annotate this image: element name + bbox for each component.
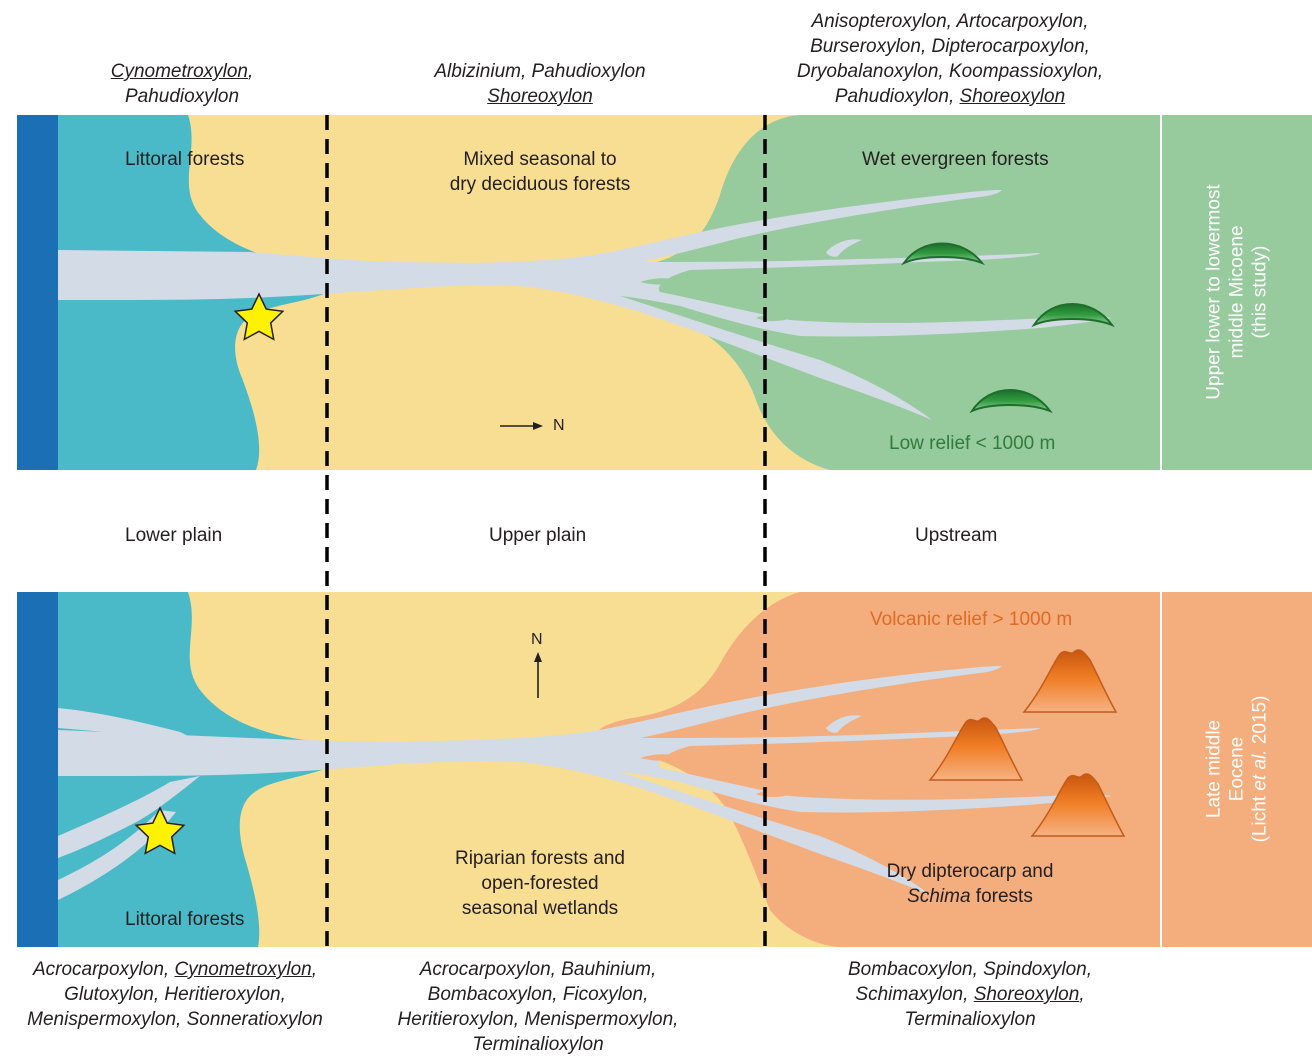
taxon-text: Dryobalanoxylon, Koompassioxylon,	[796, 61, 1104, 82]
ocean-strip	[17, 592, 58, 947]
dry-forest-label: Dry dipterocarp and Schima forests	[840, 859, 1100, 909]
taxon-text: ,	[311, 959, 318, 980]
mixed-forest-label: Mixed seasonal to dry deciduous forests	[400, 147, 680, 197]
taxon-text: ,	[1079, 984, 1085, 1005]
mixed-forest-line2: dry deciduous forests	[449, 174, 631, 195]
top-period-line1: Upper lower to lowermost	[1203, 184, 1225, 400]
fossil-site-star-icon	[233, 292, 285, 341]
zone-upper-plain: Upper plain	[489, 525, 587, 546]
low-relief-hill	[1031, 303, 1115, 328]
period-label-box	[1162, 115, 1312, 470]
low-relief-label: Low relief < 1000 m	[889, 433, 1056, 454]
taxon-text: ,	[248, 61, 254, 82]
top-panel	[17, 115, 1312, 470]
wet-forest-label: Wet evergreen forests	[862, 149, 1049, 170]
bottom-left-taxa: Acrocarpoxylon, Cynometroxylon, Glutoxylo…	[0, 957, 350, 1032]
river-island	[640, 754, 684, 761]
riparian-forest-label: Riparian forests and open-forested seaso…	[400, 846, 680, 921]
dry-line2-rest: forests	[970, 886, 1033, 907]
north-arrow-icon	[534, 652, 542, 698]
zone-upstream: Upstream	[915, 525, 998, 546]
taxon-underlined: Shoreoxylon	[487, 86, 593, 107]
north-arrow-icon	[500, 422, 543, 430]
bottom-period-line3-pre: (Licht	[1249, 790, 1271, 843]
volcano-icon	[1022, 649, 1118, 713]
taxon-text: Pahudioxylon,	[834, 86, 960, 107]
river-island	[640, 278, 684, 285]
fossil-site-star-icon	[134, 806, 186, 855]
top-right-taxa: Anisopteroxylon, Artocarpoxylon, Burserox…	[770, 9, 1130, 109]
river-islet	[826, 715, 862, 733]
taxon-text: Terminalioxylon	[472, 1034, 604, 1055]
bottom-period-line3-it: et al.	[1249, 749, 1271, 791]
riparian-line2: open-forested	[481, 873, 599, 894]
top-period-label: Upper lower to lowermost middle Micoene …	[1203, 184, 1272, 399]
taxon-underlined: Shoreoxylon	[959, 86, 1066, 107]
wet-forest-zone	[590, 115, 1160, 470]
volcano-icon	[1030, 773, 1126, 837]
taxon-text: Schimaxylon,	[855, 984, 974, 1005]
low-relief-hill	[969, 389, 1053, 414]
top-left-taxa: Cynometroxylon, Pahudioxylon	[82, 59, 282, 109]
volcanic-relief-label: Volcanic relief > 1000 m	[870, 609, 1073, 630]
river-branch	[58, 708, 200, 742]
bottom-center-taxa: Acrocarpoxylon, Bauhinium, Bombacoxylon, …	[370, 957, 706, 1057]
riparian-line3: seasonal wetlands	[461, 898, 619, 919]
bottom-littoral-label: Littoral forests	[125, 909, 245, 930]
taxon-underlined: Cynometroxylon	[110, 61, 248, 82]
taxon-text: Anisopteroxylon, Artocarpoxylon,	[811, 11, 1089, 32]
north-label: N	[531, 631, 543, 648]
dry-line1: Dry dipterocarp and	[886, 861, 1054, 882]
taxon-text: Menispermoxylon, Sonneratioxylon	[27, 1009, 323, 1030]
taxon-text: Acrocarpoxylon, Bauhinium,	[419, 959, 657, 980]
bottom-panel	[17, 592, 1312, 947]
river-islet	[826, 239, 862, 257]
bottom-period-line2: Eocene	[1226, 736, 1248, 802]
taxon-text: Pahudioxylon	[124, 86, 240, 107]
zone-lower-plain: Lower plain	[125, 525, 223, 546]
taxon-text: Glutoxylon, Heritieroxylon,	[64, 984, 286, 1005]
taxon-text: Heritieroxylon, Menispermoxylon,	[397, 1009, 679, 1030]
top-littoral-label: Littoral forests	[125, 149, 245, 170]
taxon-text: Bombacoxylon, Spindoxylon,	[848, 959, 1092, 980]
riparian-line1: Riparian forests and	[454, 848, 626, 869]
dry-forest-zone	[596, 592, 1160, 947]
bottom-period-label: Late middle Eocene (Licht et al. 2015)	[1203, 696, 1272, 843]
taxon-text: Bombacoxylon, Ficoxylon,	[427, 984, 649, 1005]
bottom-right-taxa: Bombacoxylon, Spindoxylon, Schimaxylon, S…	[810, 957, 1130, 1032]
top-period-line2: middle Micoene	[1226, 225, 1248, 359]
bottom-period-line3-post: 2015)	[1249, 695, 1271, 750]
taxon-text: Terminalioxylon	[904, 1009, 1036, 1030]
river-branch	[58, 776, 200, 858]
taxon-text: Albizinium, Pahudioxylon	[434, 61, 646, 82]
top-period-line3: (this study)	[1249, 245, 1271, 339]
taxon-underlined: Shoreoxylon	[973, 984, 1080, 1005]
taxon-text: Acrocarpoxylon,	[32, 959, 175, 980]
dry-line2-italic: Schima	[907, 886, 971, 907]
volcano-icon	[928, 717, 1024, 781]
mixed-forest-line1: Mixed seasonal to	[463, 149, 617, 170]
north-label: N	[553, 417, 565, 434]
taxon-text: Burseroxylon, Dipterocarpoxylon,	[810, 36, 1090, 57]
bottom-period-line1: Late middle	[1203, 719, 1225, 819]
period-label-box	[1162, 592, 1312, 947]
taxon-underlined: Cynometroxylon	[174, 959, 312, 980]
ocean-strip	[17, 115, 58, 470]
low-relief-hill	[901, 242, 986, 266]
